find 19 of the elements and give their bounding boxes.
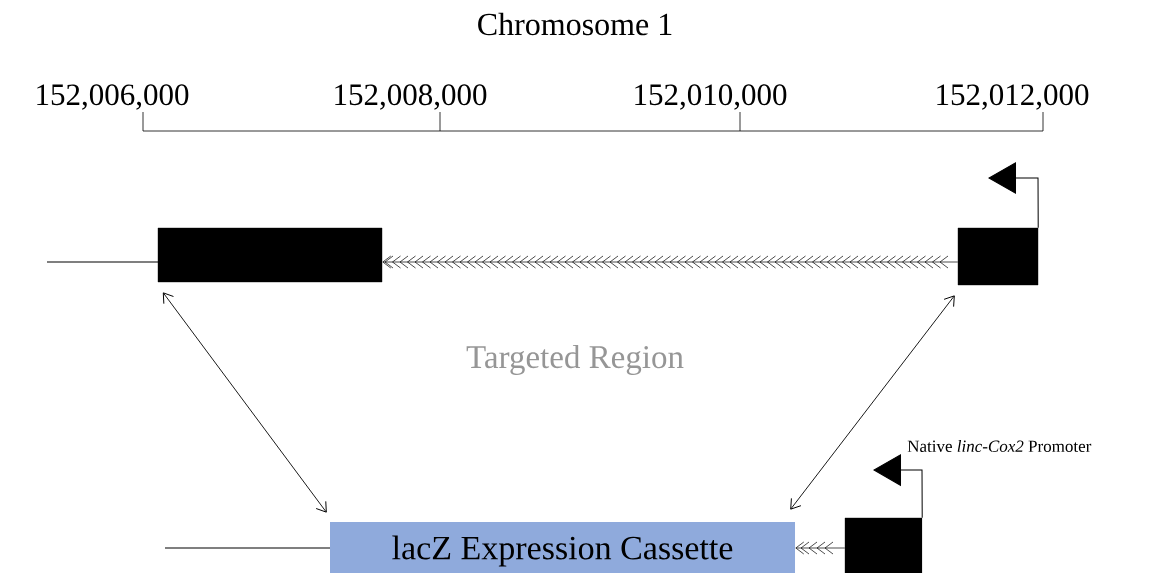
- hatched-intron: [382, 255, 959, 269]
- double-arrow: [790, 295, 955, 510]
- exon-block: [957, 227, 1039, 286]
- region-label: Targeted Region: [466, 345, 684, 375]
- title: Chromosome 1: [478, 12, 672, 36]
- tick-label: 152,008,000: [335, 84, 487, 110]
- tick-label: 152,010,000: [635, 84, 787, 110]
- cassette-box: lacZ Expression Cassette: [330, 522, 795, 573]
- tick-label: 152,012,000: [937, 84, 1089, 110]
- promoter-arrow: [988, 162, 1039, 229]
- genomic-line: [46, 261, 159, 263]
- exon-block: [157, 227, 383, 283]
- promoter-label: Native linc-Cox2 Promoter: [907, 440, 1092, 452]
- promoter-arrow: [873, 454, 923, 519]
- double-arrow: [162, 292, 327, 513]
- hatched-intron: [795, 541, 846, 555]
- tick-label: 152,006,000: [37, 84, 189, 110]
- genomic-line: [164, 547, 331, 549]
- exon-block: [844, 517, 923, 573]
